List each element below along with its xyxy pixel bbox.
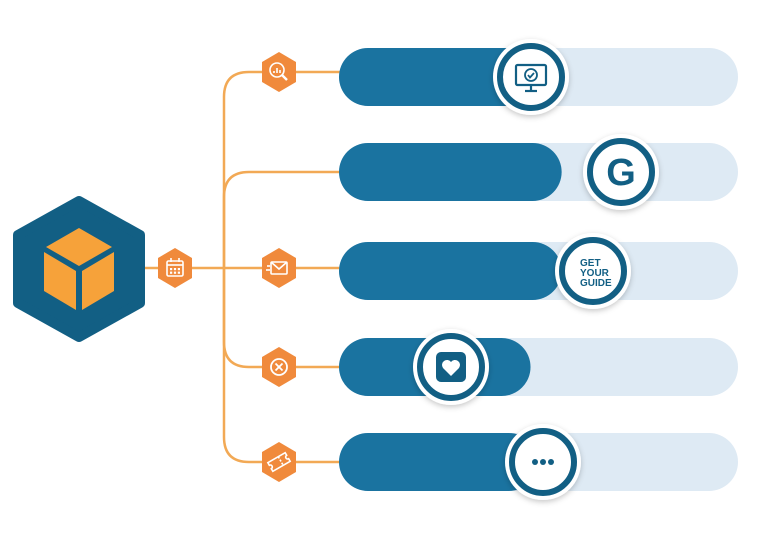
more-dots-icon bbox=[532, 459, 554, 465]
bar-fill-1 bbox=[339, 48, 536, 106]
heart-icon bbox=[436, 352, 466, 382]
badge-3-line-1: GET bbox=[580, 258, 601, 269]
getyourguide-logo-icon: GET YOUR GUIDE bbox=[580, 258, 612, 289]
ticket-icon bbox=[266, 451, 292, 473]
cancel-icon bbox=[270, 358, 288, 376]
branch-line-1 bbox=[222, 70, 342, 270]
badge-2: G bbox=[583, 134, 659, 210]
branch-node-5 bbox=[262, 442, 296, 482]
badge-4 bbox=[413, 329, 489, 405]
computer-check-icon bbox=[514, 63, 548, 93]
calendar-icon bbox=[166, 258, 184, 277]
bar-fill-5 bbox=[339, 433, 538, 491]
hub bbox=[13, 196, 145, 342]
g-logo-icon: G bbox=[606, 152, 636, 194]
branch-line-5 bbox=[222, 266, 342, 464]
badge-3-line-3: GUIDE bbox=[580, 278, 612, 289]
box-cube-icon bbox=[44, 228, 114, 310]
mail-icon bbox=[266, 261, 288, 275]
analytics-search-icon bbox=[269, 62, 288, 81]
bar-fill-2 bbox=[339, 143, 562, 201]
connector-lines bbox=[111, 70, 342, 464]
calendar-node bbox=[158, 248, 192, 288]
branch-line-2 bbox=[222, 170, 342, 270]
badge-3: GET YOUR GUIDE bbox=[555, 233, 631, 309]
branch-node-3 bbox=[262, 248, 296, 288]
hub-hexagon bbox=[13, 196, 145, 342]
badge-5 bbox=[505, 424, 581, 500]
bar-fill-3 bbox=[339, 242, 562, 300]
branch-node-1 bbox=[262, 52, 296, 92]
badge-1 bbox=[493, 39, 569, 115]
badge-3-line-2: YOUR bbox=[580, 268, 610, 279]
branch-node-4 bbox=[262, 347, 296, 387]
